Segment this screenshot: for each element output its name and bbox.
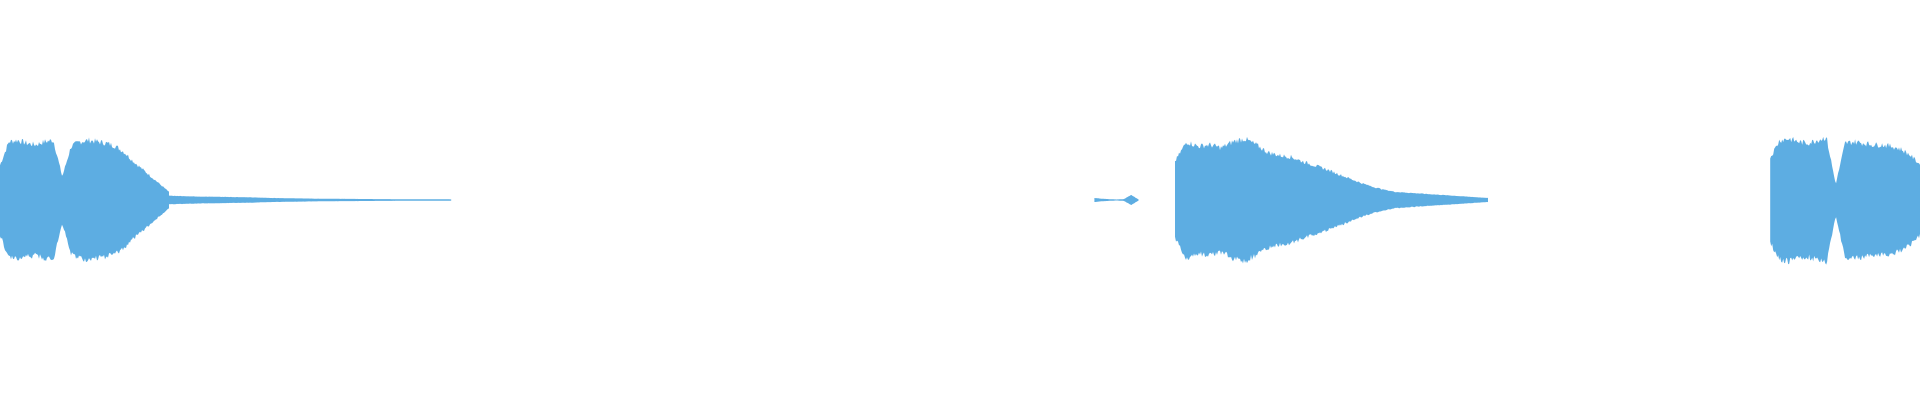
waveform-segment-1 [0,137,169,262]
waveform-segment-2 [1175,136,1488,264]
waveform-segment-3 [1770,136,1920,265]
waveform-blip-1 [1094,195,1139,205]
waveform-tail-1 [169,195,452,205]
